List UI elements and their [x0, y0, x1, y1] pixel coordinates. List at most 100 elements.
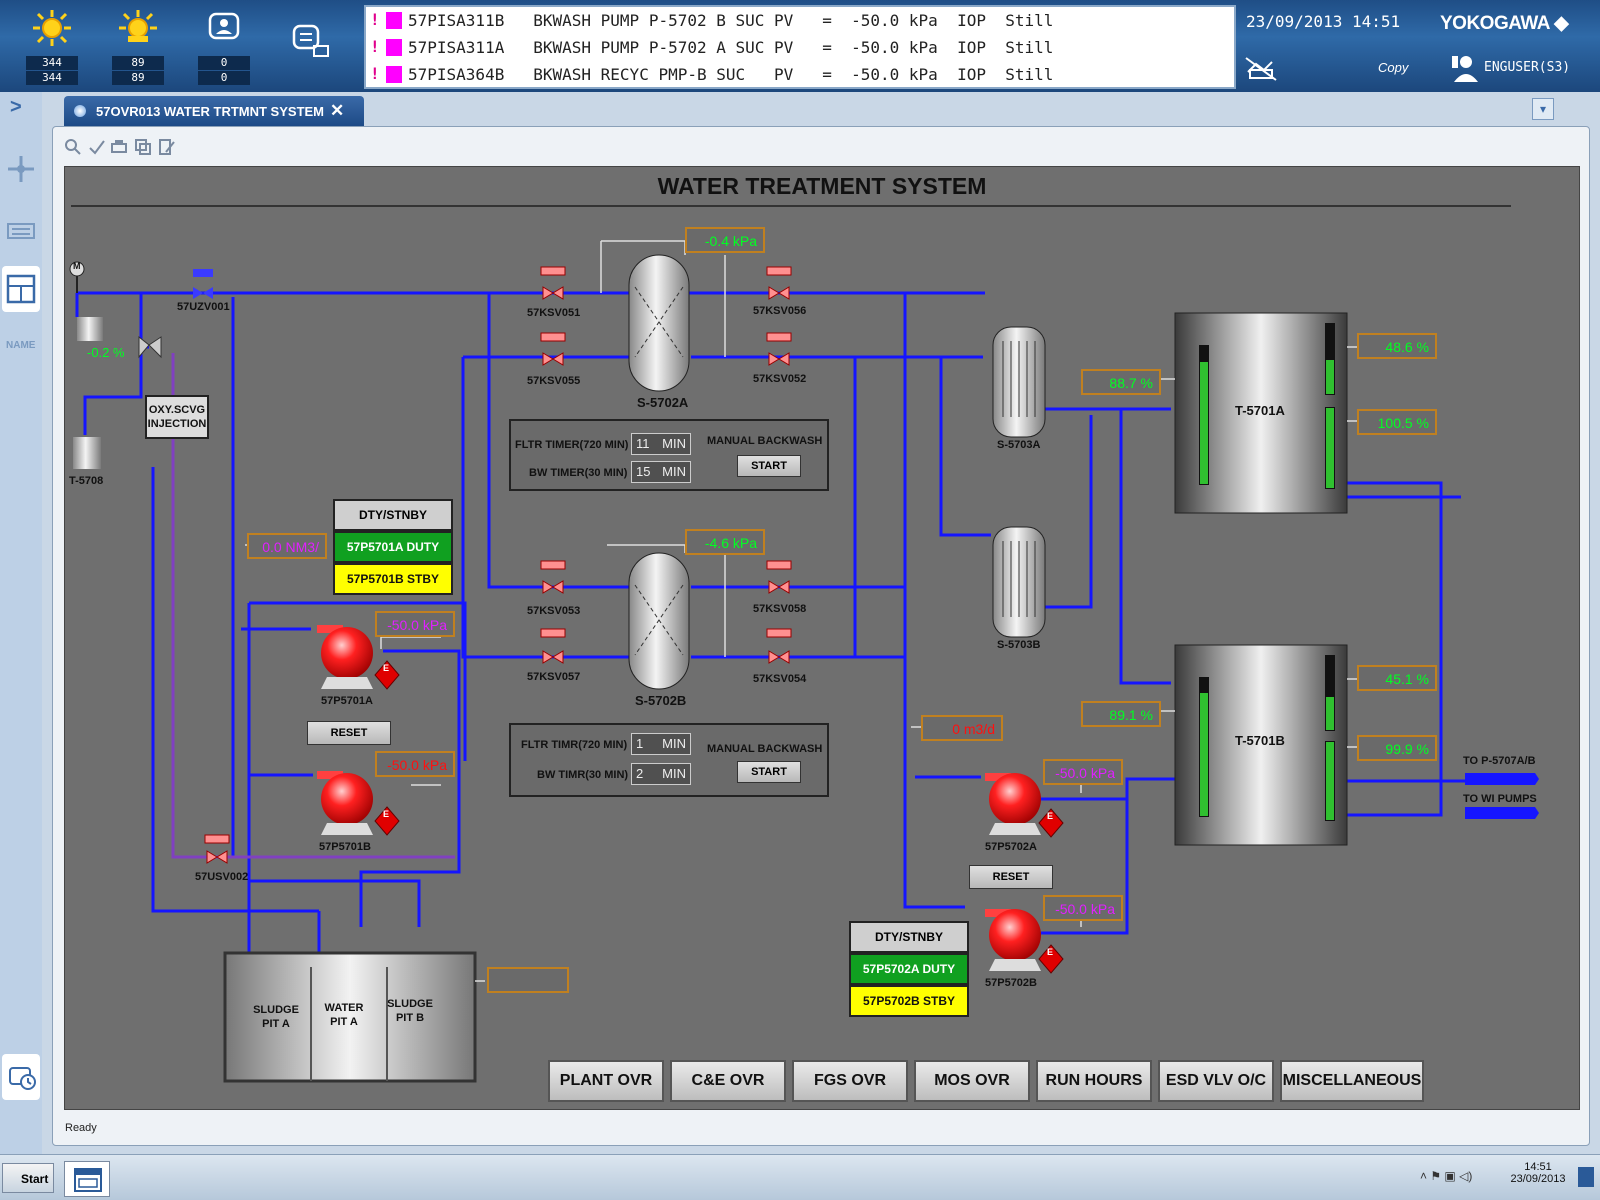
- ksv051-label[interactable]: 57KSV051: [527, 307, 581, 319]
- t5701a-label[interactable]: T-5701A: [1235, 403, 1285, 418]
- p5701b-stby-button[interactable]: 57P5701B STBY: [333, 563, 453, 595]
- taskbar-app-button[interactable]: [64, 1161, 110, 1197]
- nav-esd-vlv-button[interactable]: ESD VLV O/C: [1158, 1060, 1274, 1102]
- s5703a-label[interactable]: S-5703A: [997, 439, 1041, 451]
- nav-fgs-ovr-button[interactable]: FGS OVR: [792, 1060, 908, 1102]
- copy-screen-icon[interactable]: [134, 138, 152, 156]
- s5702b-dp-value[interactable]: -4.6 kPa: [685, 529, 765, 555]
- check-icon[interactable]: [88, 138, 106, 156]
- ksv053-label[interactable]: 57KSV053: [527, 605, 581, 617]
- nav-run-hours-button[interactable]: RUN HOURS: [1036, 1060, 1152, 1102]
- p5702a-esd-icon[interactable]: E: [1047, 811, 1054, 821]
- zoom-icon[interactable]: [64, 138, 82, 156]
- t5701a-level-2-value[interactable]: 100.5 %: [1357, 409, 1437, 435]
- p5701a-duty-button[interactable]: 57P5701A DUTY: [333, 531, 453, 563]
- s5702a-dp-value[interactable]: -0.4 kPa: [685, 227, 765, 253]
- p5702b-label[interactable]: 57P5702B: [985, 977, 1037, 989]
- p5701a-suction-value[interactable]: -50.0 kPa: [375, 611, 455, 637]
- ksv056-label[interactable]: 57KSV056: [753, 305, 807, 317]
- edit-icon[interactable]: [158, 138, 176, 156]
- tab-list-dropdown-icon[interactable]: ▾: [1532, 98, 1554, 120]
- p5701b-label[interactable]: 57P5701B: [319, 841, 371, 853]
- t5701b-level-1-value[interactable]: 45.1 %: [1357, 665, 1437, 691]
- copy-button[interactable]: Copy: [1378, 60, 1409, 75]
- print-icon[interactable]: [110, 138, 128, 156]
- t5701b-label[interactable]: T-5701B: [1235, 733, 1285, 748]
- ksv052-label[interactable]: 57KSV052: [753, 373, 807, 385]
- window-layout-icon: [6, 274, 36, 304]
- p5702b-suction-value[interactable]: -50.0 kPa: [1043, 895, 1123, 921]
- history-button[interactable]: [2, 1054, 40, 1100]
- s5702a-label[interactable]: S-5702A: [637, 395, 689, 410]
- nav-mos-ovr-button[interactable]: MOS OVR: [914, 1060, 1030, 1102]
- sun-alarm-icon: [119, 10, 157, 42]
- nav-miscellaneous-button[interactable]: MISCELLANEOUS: [1280, 1060, 1424, 1102]
- p5702b-esd-icon[interactable]: E: [1047, 947, 1054, 957]
- title-underline: [71, 205, 1511, 207]
- process-alarm-button[interactable]: 344 344: [22, 4, 82, 88]
- nav-ce-ovr-button[interactable]: C&E OVR: [670, 1060, 786, 1102]
- start-backwash-b-button[interactable]: START: [737, 761, 801, 783]
- status-bar: Ready: [65, 1122, 97, 1134]
- to-wi-pumps-label[interactable]: TO WI PUMPS: [1463, 793, 1537, 805]
- close-tab-icon[interactable]: ✕: [330, 101, 345, 120]
- p5702a-label[interactable]: 57P5702A: [985, 841, 1037, 853]
- s5702b-label[interactable]: S-5702B: [635, 693, 687, 708]
- p5701b-suction-value[interactable]: -50.0 kPa: [375, 751, 455, 777]
- p5701a-esd-icon[interactable]: E: [383, 663, 390, 673]
- reset-p5702-button[interactable]: RESET: [969, 865, 1053, 889]
- uzv001-label[interactable]: 57UZV001: [177, 301, 230, 313]
- oxy-flow-value[interactable]: 0.0 NM3/: [247, 533, 327, 559]
- tray-icons[interactable]: ˄ ⚑ ▣ ◁): [1420, 1169, 1473, 1183]
- pumps: [317, 625, 1041, 971]
- start-backwash-a-button[interactable]: START: [737, 455, 801, 477]
- keyboard-icon[interactable]: [6, 216, 36, 242]
- p5702a-suction-value[interactable]: -50.0 kPa: [1043, 759, 1123, 785]
- alarm-row[interactable]: !57PISA364B BKWASH RECYC PMP-B SUC PV = …: [370, 64, 1054, 84]
- window-layout-button[interactable]: [2, 266, 40, 312]
- silence-icon[interactable]: [1244, 56, 1280, 82]
- ksv058-label[interactable]: 57KSV058: [753, 603, 807, 615]
- t5701b-level-2-value[interactable]: 99.9 %: [1357, 735, 1437, 761]
- ksv057-label[interactable]: 57KSV057: [527, 671, 581, 683]
- oxy-scvg-injection[interactable]: OXY.SCVG INJECTION: [145, 395, 209, 439]
- p5702b-stby-button[interactable]: 57P5702B STBY: [849, 985, 969, 1017]
- pit-level-value[interactable]: [487, 967, 569, 993]
- p5701a-label[interactable]: 57P5701A: [321, 695, 373, 707]
- s5703b-label[interactable]: S-5703B: [997, 639, 1041, 651]
- valve-position-value[interactable]: -0.2 %: [87, 345, 125, 360]
- show-desktop-icon[interactable]: [1578, 1167, 1594, 1187]
- alarm-banner[interactable]: !57PISA311B BKWASH PUMP P-5702 B SUC PV …: [364, 5, 1236, 89]
- nav-plant-ovr-button[interactable]: PLANT OVR: [548, 1060, 664, 1102]
- process-graphic: WATER TREATMENT SYSTEM: [64, 166, 1580, 1110]
- t5708-label: T-5708: [69, 475, 104, 487]
- operator-guide-button[interactable]: 0 0: [194, 4, 254, 88]
- start-button[interactable]: Start: [2, 1163, 54, 1193]
- message-monitor-button[interactable]: [280, 4, 340, 88]
- system-alarm-button[interactable]: 89 89: [108, 4, 168, 88]
- t5701a-inlet-value[interactable]: 88.7 %: [1081, 369, 1161, 395]
- ksv054-label[interactable]: 57KSV054: [753, 673, 807, 685]
- flow-m3d-value[interactable]: 0 m3/d: [921, 715, 1003, 741]
- ksv055-label[interactable]: 57KSV055: [527, 375, 581, 387]
- name-label[interactable]: NAME: [6, 340, 36, 351]
- usv002-label[interactable]: 57USV002: [195, 871, 249, 883]
- navigation-icon[interactable]: [6, 154, 36, 184]
- t5701b-inlet-value[interactable]: 89.1 %: [1081, 701, 1161, 727]
- user-name[interactable]: ENGUSER(S3): [1484, 60, 1571, 75]
- p5701b-esd-icon[interactable]: E: [383, 809, 390, 819]
- p5702a-duty-button[interactable]: 57P5702A DUTY: [849, 953, 969, 985]
- tab-water-trtmnt[interactable]: 57OVR013 WATER TRTMNT SYSTEM ✕: [64, 96, 364, 126]
- to-p5707-label[interactable]: TO P-5707A/B: [1463, 755, 1536, 767]
- expand-rail-button[interactable]: >: [10, 96, 22, 118]
- t5701a-level-1-value[interactable]: 48.6 %: [1357, 333, 1437, 359]
- reset-p5701-button[interactable]: RESET: [307, 721, 391, 745]
- alarm-row[interactable]: !57PISA311B BKWASH PUMP P-5702 B SUC PV …: [370, 10, 1054, 30]
- alarm-row[interactable]: !57PISA311A BKWASH PUMP P-5702 A SUC PV …: [370, 37, 1054, 57]
